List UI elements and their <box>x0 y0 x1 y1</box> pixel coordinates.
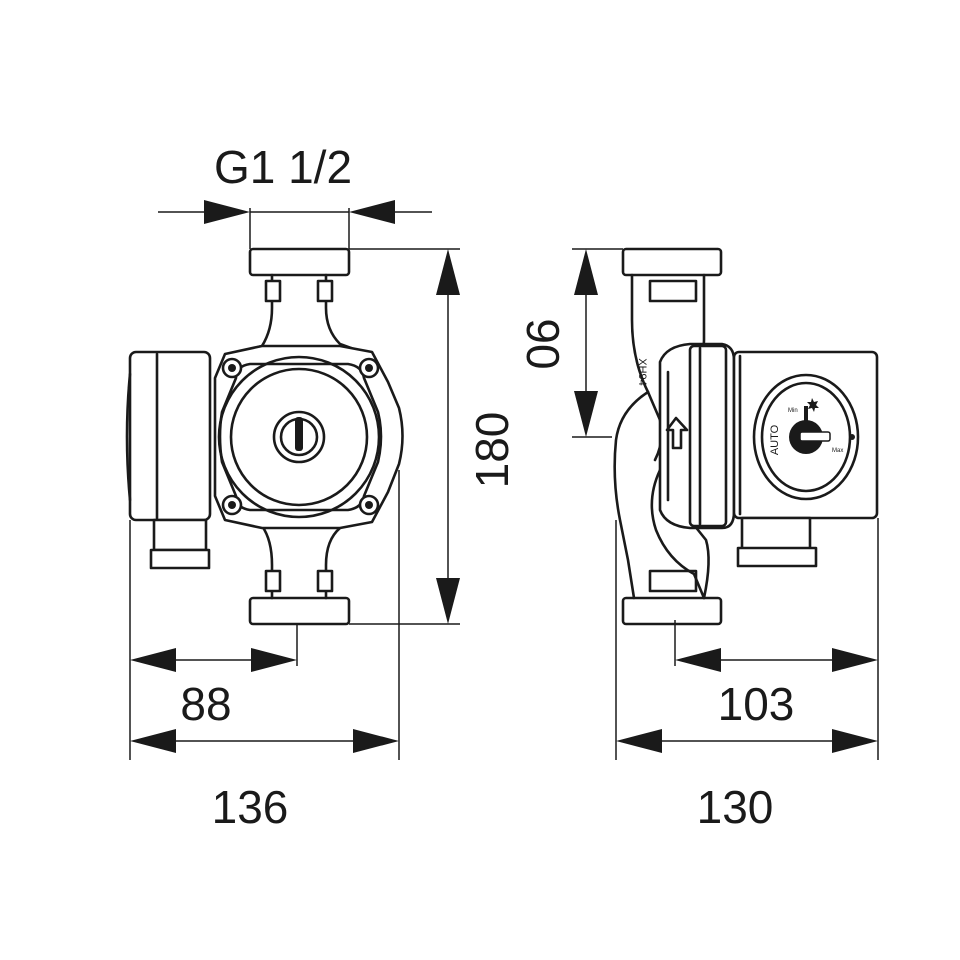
thread-arrow-left <box>204 200 250 224</box>
side-cable-gland <box>740 516 812 554</box>
front-vent-slot <box>295 417 303 451</box>
model-label: XH94 <box>636 358 648 386</box>
side-pipe-left-lower <box>613 390 650 600</box>
side-cable-gland-nut <box>736 546 818 568</box>
width88-label: 88 <box>180 678 231 730</box>
front-motor-cylinder <box>128 350 212 522</box>
front-top-flange <box>248 247 351 277</box>
side-nut-top <box>648 279 698 303</box>
width136-arrow-left <box>130 729 176 753</box>
side-view: XH94 AUTO Min Max <box>613 247 879 626</box>
speed-selector-pointer <box>799 431 831 442</box>
front-bottom-flange <box>248 596 351 626</box>
front-nut <box>316 279 334 303</box>
fan-icon <box>807 398 819 412</box>
front-cable-gland <box>152 518 208 552</box>
front-rotor-ring-inner <box>229 367 369 507</box>
flow-direction-arrow <box>665 416 689 450</box>
side-pipe-right-lower <box>688 518 710 600</box>
height-arrow-top <box>436 249 460 295</box>
depth103-arrow-right <box>832 648 878 672</box>
front-nut <box>316 569 334 593</box>
max-speed-label: Max <box>832 448 843 454</box>
width136-label: 136 <box>212 781 289 833</box>
front-bolt <box>221 357 243 379</box>
speed-dial-bezel <box>752 373 860 501</box>
front-nut <box>264 279 282 303</box>
inlet-arrow-top <box>574 249 598 295</box>
side-bottom-flange <box>621 596 723 626</box>
depth130-arrow-right <box>832 729 878 753</box>
front-view <box>125 247 404 626</box>
width88-arrow-right <box>251 648 297 672</box>
side-pipe-right-upper <box>696 273 706 354</box>
thread-size-label: G1 1/2 <box>214 141 352 193</box>
front-bolt <box>358 357 380 379</box>
depth103-arrow-left <box>675 648 721 672</box>
width88-arrow-left <box>130 648 176 672</box>
width136-arrow-right <box>353 729 399 753</box>
side-pipe-inner-lower <box>650 468 706 600</box>
front-bolt <box>358 494 380 516</box>
front-upper-neck <box>238 273 364 354</box>
depth130-label: 130 <box>697 781 774 833</box>
auto-mode-label: AUTO <box>769 424 781 455</box>
min-speed-label: Min <box>788 408 798 414</box>
inlet-arrow-bottom <box>574 391 598 437</box>
inlet-height-label: 90 <box>517 318 569 369</box>
dial-indicator-dot <box>849 434 855 440</box>
front-dimensions: G1 1/2 180 88 136 <box>129 141 518 833</box>
depth103-label: 103 <box>718 678 795 730</box>
side-housing-ring <box>688 344 728 528</box>
front-bolt <box>221 494 243 516</box>
speed-selector-tab <box>804 406 808 424</box>
side-nut-bottom <box>648 569 698 593</box>
side-dimensions: 90 103 130 <box>517 248 879 833</box>
front-cable-gland-nut <box>149 548 211 570</box>
side-top-flange <box>621 247 723 277</box>
front-motor-end <box>125 372 132 502</box>
height-arrow-bottom <box>436 578 460 624</box>
depth130-arrow-left <box>616 729 662 753</box>
front-nut <box>264 569 282 593</box>
height-label: 180 <box>466 412 518 489</box>
thread-arrow-right <box>349 200 395 224</box>
front-rotor-ring <box>217 355 381 519</box>
